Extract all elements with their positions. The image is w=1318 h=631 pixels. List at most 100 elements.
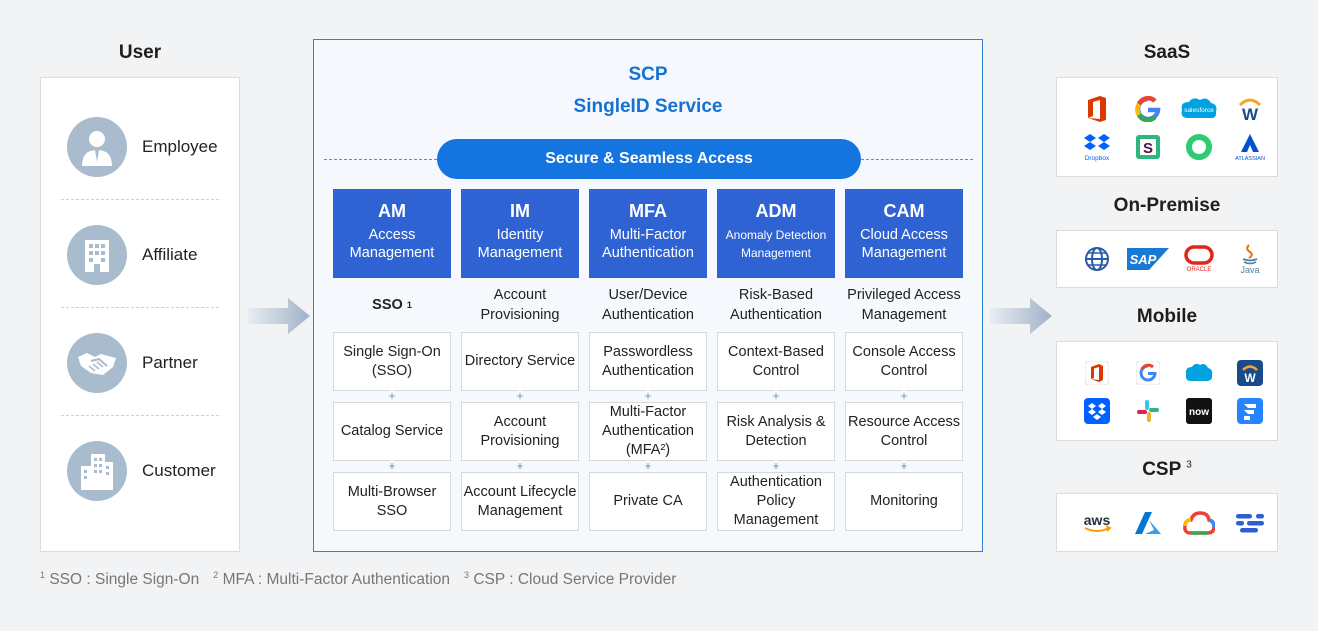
module-abbr: AM	[378, 201, 406, 221]
module-header: CAM Cloud Access Management	[845, 189, 963, 278]
feature-box: Catalog Service	[333, 402, 451, 461]
module-full-name: Identity Management	[477, 227, 563, 261]
feature-box: Console Access Control	[845, 332, 963, 391]
jira-app-icon	[1224, 392, 1275, 430]
svg-text:W: W	[1244, 371, 1256, 385]
workday-app-icon: W	[1224, 354, 1275, 392]
feature-box: Authentication Policy Management	[717, 472, 835, 531]
naver-cloud-icon	[1224, 504, 1275, 542]
ring-icon	[1173, 128, 1224, 166]
google-icon	[1122, 90, 1173, 128]
plus-icon: +	[461, 460, 579, 472]
module-header: IM Identity Management	[461, 189, 579, 278]
city-icon	[67, 441, 127, 501]
feature-box: Single Sign-On (SSO)	[333, 332, 451, 391]
module-full-name: Anomaly Detection Management	[725, 228, 827, 260]
svg-text:aws: aws	[1083, 512, 1110, 528]
oracle-icon: ORACLE	[1173, 240, 1224, 278]
feature-box: Account Lifecycle Management	[461, 472, 579, 531]
module-subtitle: Privileged Access Management	[847, 287, 961, 323]
svg-text:Dropbox: Dropbox	[1084, 155, 1109, 162]
feature-box: Multi-Browser SSO	[333, 472, 451, 531]
feature-box: Resource Access Control	[845, 402, 963, 461]
plus-icon: +	[845, 460, 963, 472]
divider	[61, 199, 219, 200]
dropbox-app-icon	[1071, 392, 1122, 430]
svg-text:salesforce: salesforce	[1184, 107, 1214, 114]
feature-box: Monitoring	[845, 472, 963, 531]
footnotes: 1 SSO : Single Sign-On 2 MFA : Multi-Fac…	[40, 570, 676, 589]
svg-text:ATLASSIAN: ATLASSIAN	[1235, 156, 1265, 162]
dashed-line-right	[861, 159, 973, 160]
feature-box: Private CA	[589, 472, 707, 531]
csp-footnote-marker: 3	[1186, 459, 1192, 471]
module-abbr: IM	[510, 201, 530, 221]
feature-box: Context-Based Control	[717, 332, 835, 391]
scp-singleid-panel: SCP SingleID Service Secure & Seamless A…	[313, 39, 983, 552]
building-icon	[67, 225, 127, 285]
feature-box: Multi-Factor Authentication (MFA²)	[589, 402, 707, 461]
left-arrow-icon	[248, 298, 310, 334]
module-header: ADM Anomaly Detection Management	[717, 189, 835, 278]
user-item-label: Partner	[142, 353, 198, 372]
plus-icon: +	[333, 390, 451, 402]
dropbox-icon: Dropbox	[1071, 128, 1122, 166]
module-full-name: Cloud Access Management	[860, 227, 948, 261]
module-subtitle: Risk-Based Authentication	[730, 287, 822, 323]
feature-box: Passwordless Authentication	[589, 332, 707, 391]
plus-icon: +	[589, 390, 707, 402]
user-item-affiliate: Affiliate	[41, 201, 239, 309]
panel-title-scp: SCP	[628, 64, 668, 85]
plus-icon: +	[589, 460, 707, 472]
user-item-customer: Customer	[41, 417, 239, 525]
footnote-sso: 1 SSO : Single Sign-On	[40, 570, 200, 589]
saas-title: SaaS	[1143, 42, 1191, 63]
feature-box: Risk Analysis & Detection	[717, 402, 835, 461]
user-item-label: Employee	[142, 137, 218, 156]
user-item-employee: Employee	[41, 93, 239, 201]
handshake-icon	[67, 333, 127, 393]
dashed-line-left	[324, 159, 437, 160]
salesforce-icon: salesforce	[1173, 90, 1224, 128]
user-item-partner: Partner	[41, 309, 239, 417]
panel-title-service: SingleID Service	[573, 96, 723, 117]
module-abbr: ADM	[755, 201, 797, 221]
footnote-mfa: 2 MFA : Multi-Factor Authentication	[213, 570, 451, 589]
csp-title: CSP 3	[1056, 459, 1278, 481]
module-subtitle: User/Device Authentication	[602, 287, 694, 323]
java-icon: Java	[1224, 240, 1275, 278]
plus-icon: +	[333, 460, 451, 472]
csp-title-text: CSP	[1142, 459, 1181, 480]
svg-text:SAP: SAP	[1129, 252, 1156, 267]
globe-icon	[1071, 240, 1122, 278]
onpremise-panel: SAP ORACLE Java	[1056, 230, 1278, 288]
footnote-csp: 3 CSP : Cloud Service Provider	[464, 570, 677, 589]
user-panel: Employee Affiliate Partner Customer	[40, 77, 240, 552]
svg-text:Java: Java	[1240, 265, 1259, 275]
module-subtitle: SSO 1	[372, 297, 412, 313]
module-abbr: MFA	[629, 201, 667, 221]
user-item-label: Customer	[142, 461, 216, 480]
divider	[61, 415, 219, 416]
module-abbr: CAM	[883, 201, 925, 221]
azure-icon	[1122, 504, 1173, 542]
module-subtitle: Account Provisioning	[480, 287, 560, 323]
user-column-title: User	[118, 42, 162, 63]
module-full-name: Access Management	[349, 227, 435, 261]
feature-box: Directory Service	[461, 332, 579, 391]
divider	[61, 307, 219, 308]
google-app-icon	[1122, 354, 1173, 392]
user-item-label: Affiliate	[142, 245, 198, 264]
salesforce-app-icon	[1173, 354, 1224, 392]
svg-text:W: W	[1241, 105, 1258, 122]
plus-icon: +	[717, 390, 835, 402]
secure-access-pill: Secure & Seamless Access	[437, 139, 861, 179]
gcp-icon	[1173, 504, 1224, 542]
sap-icon: SAP	[1122, 240, 1173, 278]
